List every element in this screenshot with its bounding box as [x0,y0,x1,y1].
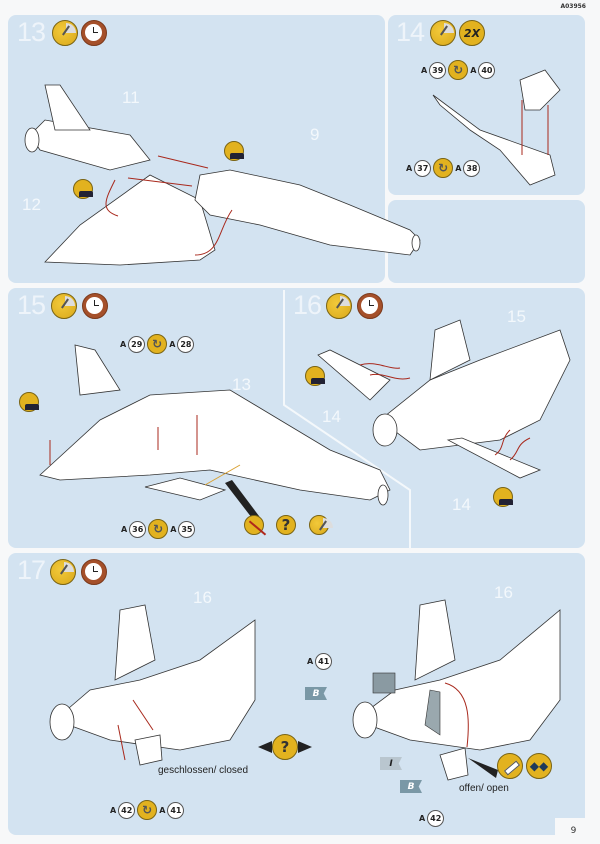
knife-icon [497,753,523,779]
question-icon: ? [276,515,296,535]
part-ref-14: 14 [322,407,341,426]
glue-icon [430,20,456,46]
step-17-closed-aircraft [49,604,256,766]
step-15-arrows [49,415,198,465]
step-14-canard [432,69,561,186]
part-ref-16: 16 [494,583,513,602]
glue-icon [51,293,77,319]
glue-icon [52,20,78,46]
step-15-number: 15 [17,290,46,320]
open-caption: offen/ open [459,783,509,794]
step-16-aircraft [317,319,571,479]
step-14-arrows [521,100,549,155]
step-17-question-left-pointer [258,741,272,753]
swap-icon: ◆◆ [526,753,552,779]
part-ref-14: 14 [452,495,471,514]
rotate-icon: ↻ [448,60,469,80]
step-17-open-aircraft [352,599,561,781]
tape-icon [224,141,244,161]
color-flag-b: B [305,687,327,700]
tape-icon [305,366,325,386]
tape-icon [493,487,513,507]
part-ref-9: 9 [310,125,320,144]
clock-icon [82,293,108,319]
clock-icon [81,559,107,585]
step-17-open-arrow [444,682,469,748]
color-flag-i: I [380,757,402,770]
step-15-callout-pointer [225,480,262,522]
rotate-icon: ↻ [147,334,168,354]
step-13-number: 13 [17,17,46,47]
step-16-number: 16 [293,290,322,320]
step-16-arrows [359,363,531,461]
glue-icon [50,559,76,585]
step-13-arrows [105,155,233,256]
step-15-aircraft [39,344,391,506]
part-ref-16: 16 [193,588,212,607]
step-17-open-panel-a41 [372,672,396,694]
step-13-panel-extension [388,200,585,283]
part-ref-15: 15 [507,307,526,326]
tape-icon [19,392,39,412]
step-17-question-right-pointer [298,741,312,753]
color-flag-b: B [400,780,422,793]
question-icon: ? [272,734,298,760]
closed-caption: geschlossen/ closed [158,765,249,776]
step-13-front-fuselage [194,169,421,256]
rotate-icon: ↻ [148,519,169,539]
glue-icon [326,293,352,319]
document-code: A03956 [560,3,586,10]
clock-icon [81,20,107,46]
step-17-open-door [424,689,441,736]
clock-icon [357,293,383,319]
rotate-icon: ↻ [433,158,454,178]
step-17-closed-arrows [117,699,154,761]
rotate-icon: ↻ [137,800,158,820]
step-14-number: 14 [396,17,425,47]
part-ref-11: 11 [122,88,140,107]
page-number: 9 [555,818,592,844]
step-15-guide-arrow [204,464,241,486]
glue-icon [309,515,333,535]
step-17-number: 17 [17,555,46,585]
part-ref-13: 13 [232,375,251,394]
tape-icon [73,179,93,199]
step-13-wing-assembly [44,174,216,266]
step-13-rear-fuselage [24,84,151,171]
part-ref-12: 12 [22,195,41,214]
repeat-2x-icon: 2X [459,20,485,46]
step-17-open-callout-pointer [468,758,498,778]
step-divider [283,290,411,548]
no-glue-icon [244,515,264,535]
